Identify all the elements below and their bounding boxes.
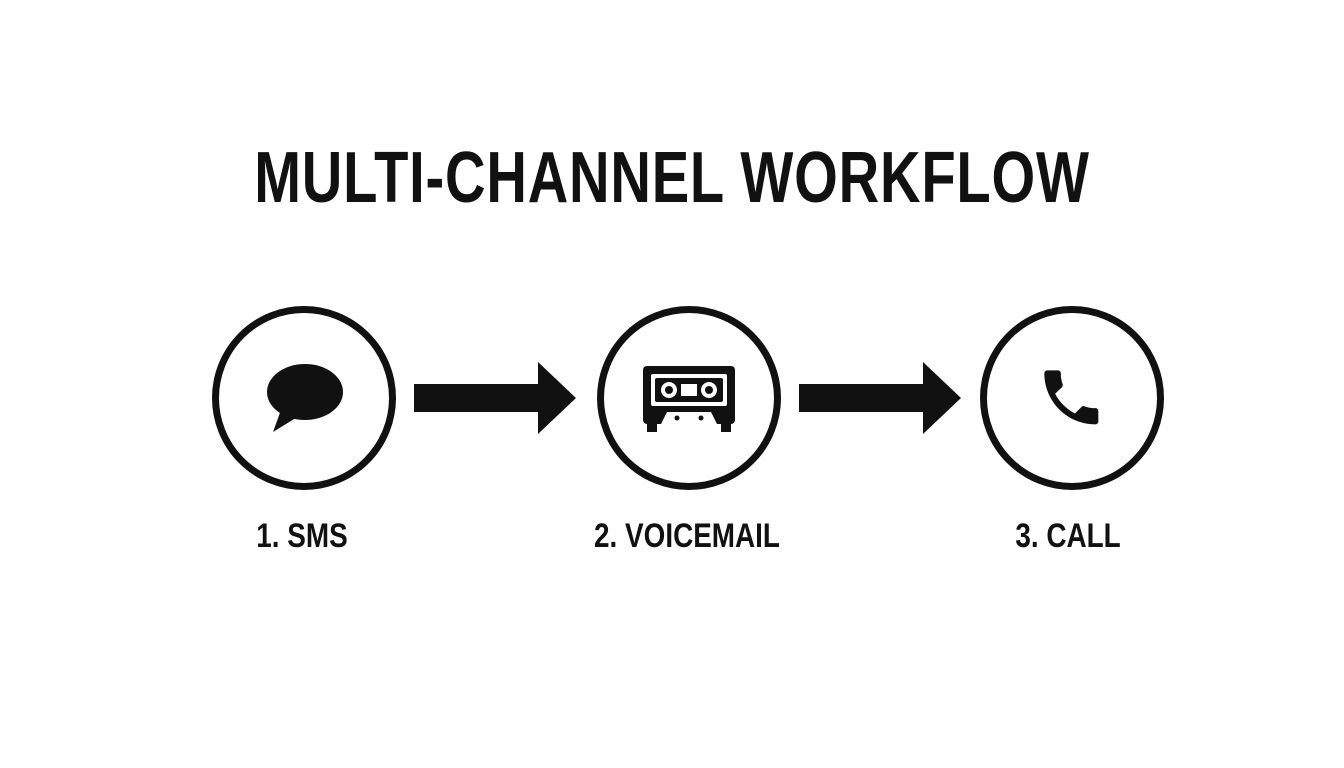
step-label-voicemail: 2. VOICEMAIL	[594, 517, 780, 555]
cassette-tape-icon	[643, 366, 735, 432]
speech-bubble-icon	[267, 364, 343, 432]
step-voicemail-node	[597, 306, 781, 490]
diagram-title: MULTI-CHANNEL WORKFLOW	[254, 138, 1090, 218]
step-sms-node	[212, 306, 396, 490]
step-call-node	[980, 306, 1164, 490]
arrow-right-icon	[799, 362, 961, 434]
step-label-sms: 1. SMS	[256, 517, 348, 555]
phone-handset-icon	[1044, 370, 1099, 425]
step-label-call: 3. CALL	[1015, 517, 1121, 555]
arrow-right-icon	[414, 362, 576, 434]
